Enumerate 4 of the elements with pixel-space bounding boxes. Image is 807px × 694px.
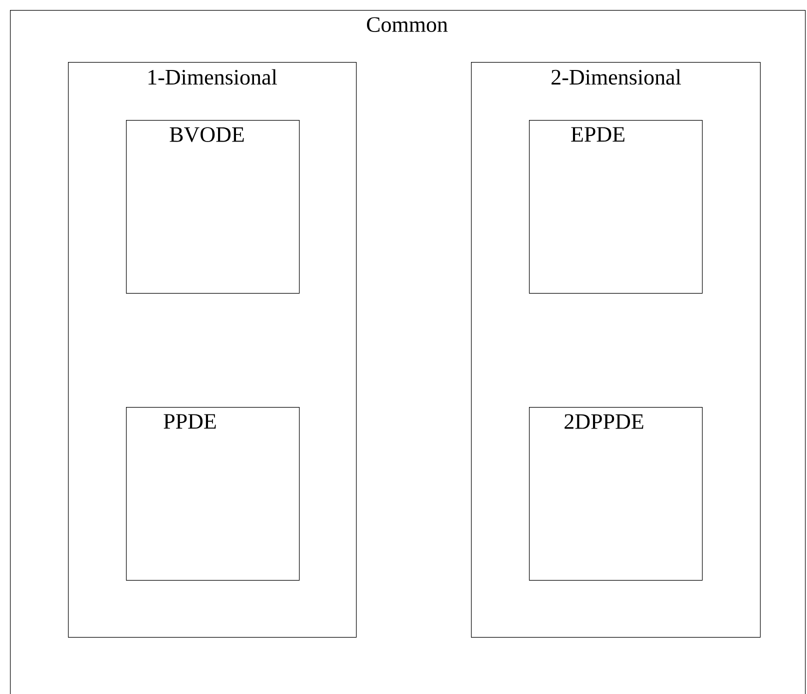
module-box: BVODE xyxy=(126,120,300,294)
module-box: PPDE xyxy=(126,407,300,581)
module-box: 2DPPDE xyxy=(529,407,703,581)
module-box: EPDE xyxy=(529,120,703,294)
